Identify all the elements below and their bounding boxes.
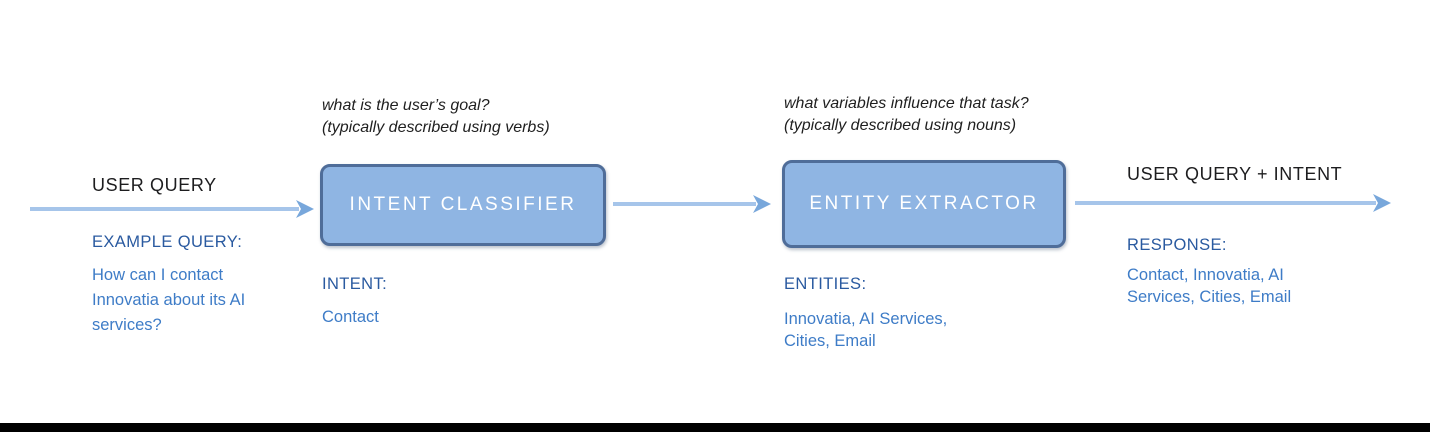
bottom-divider-bar (0, 423, 1430, 432)
entities-output-heading: ENTITIES: (784, 275, 867, 293)
intent-annotation-line1: what is the user’s goal? (322, 97, 490, 114)
example-query-heading: EXAMPLE QUERY: (92, 233, 243, 251)
entities-output-text: Innovatia, AI Services, Cities, Email (784, 310, 948, 350)
response-text: Contact, Innovatia, AI Services, Cities,… (1127, 266, 1292, 306)
entity-annotation-line1: what variables influence that task? (784, 95, 1029, 112)
intent-classifier-box-label: INTENT CLASSIFIER (349, 194, 577, 215)
example-query-text: How can I contact Innovatia about its AI… (92, 266, 246, 334)
response-heading: RESPONSE: (1127, 236, 1227, 254)
entity-annotation: what variables influence that task? (typ… (784, 93, 1029, 137)
flow-arrow-output-icon (1075, 194, 1391, 212)
flow-arrow-middle-icon (613, 195, 771, 213)
entity-extractor-box-label: ENTITY EXTRACTOR (809, 193, 1039, 214)
entity-extractor-box: ENTITY EXTRACTOR (782, 160, 1066, 248)
output-stage-label: USER QUERY + INTENT (1127, 164, 1343, 184)
intent-classifier-box: INTENT CLASSIFIER (320, 164, 606, 246)
entity-annotation-line2: (typically described using nouns) (784, 117, 1017, 134)
intent-output-text: Contact (322, 308, 379, 326)
input-stage-label: USER QUERY (92, 175, 217, 195)
intent-annotation: what is the user’s goal? (typically desc… (322, 95, 550, 139)
intent-output-heading: INTENT: (322, 275, 388, 293)
intent-annotation-line2: (typically described using verbs) (322, 119, 550, 136)
flow-arrow-input-icon (30, 200, 314, 218)
